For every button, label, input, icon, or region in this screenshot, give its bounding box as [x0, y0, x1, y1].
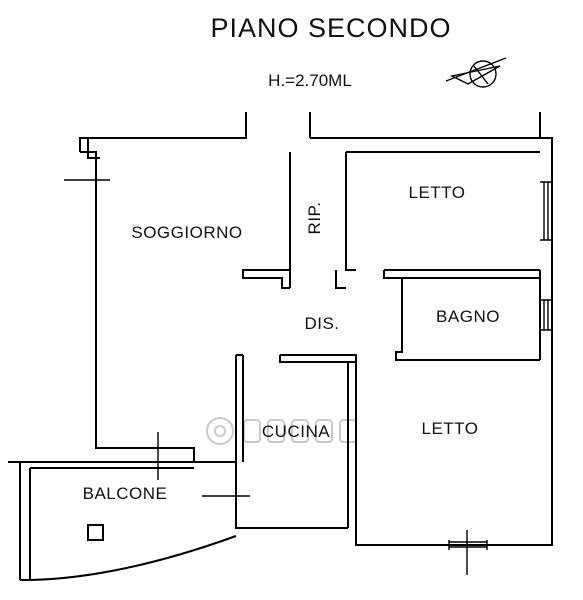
room-label-bagno: BAGNO: [436, 307, 500, 326]
room-label-letto-1: LETTO: [409, 183, 466, 202]
room-label-disimpegno: DIS.: [304, 314, 339, 333]
cucina-walls: [235, 354, 357, 545]
window-right-letto: [540, 181, 552, 241]
plan-title: PIANO SECONDO: [210, 13, 451, 43]
height-label: H.=2.70ML: [268, 71, 352, 90]
balcone-outline: [8, 432, 250, 581]
room-label-balcone: BALCONE: [83, 484, 168, 503]
outer-walls: [79, 112, 553, 546]
ripostiglio-walls: [242, 152, 356, 289]
north-arrow-icon: [445, 57, 507, 88]
room-label-letto-2: LETTO: [422, 419, 479, 438]
room-label-ripostiglio: RIP.: [305, 202, 324, 235]
room-partitions: [346, 151, 541, 361]
window-bottom-letto: [448, 530, 488, 575]
room-label-cucina: CUCINA: [262, 422, 330, 441]
room-label-soggiorno: SOGGIORNO: [131, 223, 242, 242]
window-right-bagno: [540, 299, 552, 331]
